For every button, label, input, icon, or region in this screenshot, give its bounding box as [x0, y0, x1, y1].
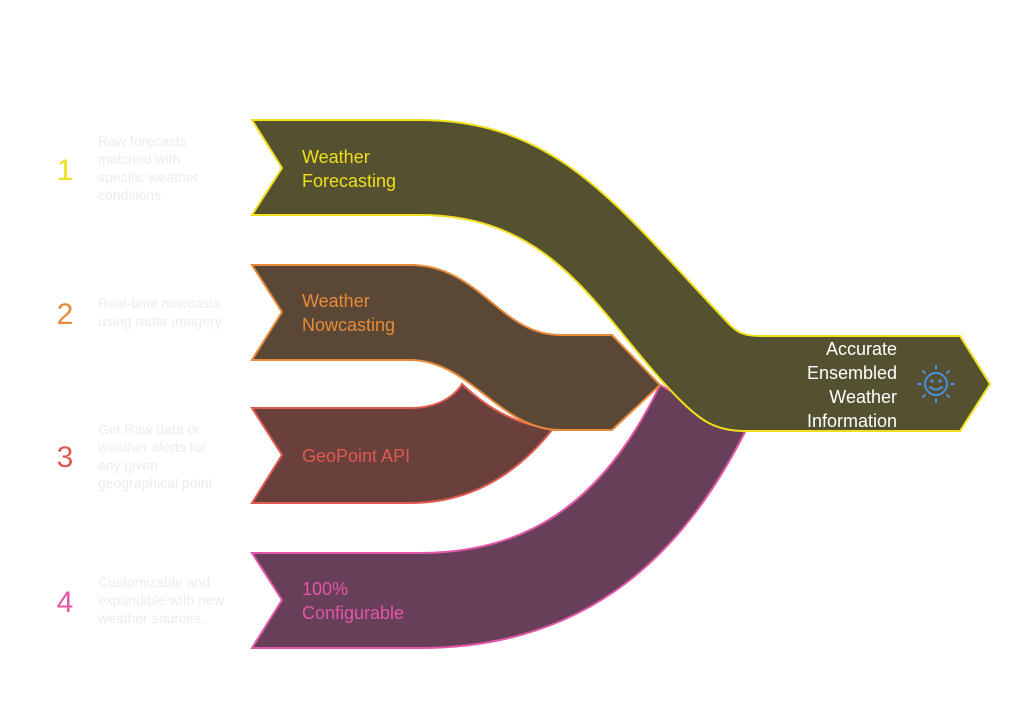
svg-text:Nowcasting: Nowcasting — [302, 315, 395, 335]
step-number-2: 2 — [57, 298, 74, 331]
svg-text:geographical point: geographical point — [98, 475, 213, 491]
svg-text:matched with: matched with — [98, 151, 180, 167]
svg-text:specific weather: specific weather — [98, 169, 199, 185]
stage-label-nowcasting: Weather Nowcasting — [302, 291, 395, 335]
svg-text:Weather: Weather — [302, 147, 370, 167]
stage-band-configurable — [250, 383, 747, 649]
svg-text:Accurate: Accurate — [826, 339, 897, 359]
smiling-sun-icon — [917, 365, 955, 403]
svg-text:using radar imagery.: using radar imagery. — [98, 313, 225, 329]
svg-text:Forecasting: Forecasting — [302, 171, 396, 191]
stage-band-forecasting — [250, 119, 992, 432]
stage-label-forecasting: Weather Forecasting — [302, 147, 396, 191]
svg-text:any given: any given — [98, 457, 158, 473]
svg-text:Information: Information — [807, 411, 897, 431]
step-number-4: 4 — [57, 586, 74, 619]
svg-text:GeoPoint API: GeoPoint API — [302, 446, 410, 466]
stage-label-configurable: 100% Configurable — [302, 579, 404, 623]
svg-text:100%: 100% — [302, 579, 348, 599]
stage-band-nowcasting — [250, 264, 662, 431]
svg-text:expandible with new: expandible with new — [98, 592, 225, 608]
step-description-2: Real-time nowcasts using radar imagery. — [98, 295, 225, 329]
svg-text:Raw forecasts: Raw forecasts — [98, 133, 187, 149]
svg-text:weather alerts for: weather alerts for — [97, 439, 206, 455]
output-label: Accurate Ensembled Weather Information — [807, 339, 897, 431]
step-description-3: Get Raw data or weather alerts for any g… — [97, 421, 213, 491]
step-description-1: Raw forecasts matched with specific weat… — [98, 133, 199, 203]
step-number-1: 1 — [57, 154, 74, 187]
svg-text:Weather: Weather — [302, 291, 370, 311]
svg-text:Configurable: Configurable — [302, 603, 404, 623]
svg-text:Weather: Weather — [829, 387, 897, 407]
svg-text:Get Raw data or: Get Raw data or — [98, 421, 200, 437]
svg-text:weather sources.: weather sources. — [97, 610, 205, 626]
svg-text:Real-time nowcasts: Real-time nowcasts — [98, 295, 220, 311]
step-description-4: Customizable and expandible with new wea… — [97, 574, 225, 626]
svg-text:Customizable and: Customizable and — [98, 574, 210, 590]
svg-text:Ensembled: Ensembled — [807, 363, 897, 383]
stage-label-geopoint-api: GeoPoint API — [302, 446, 410, 466]
step-number-3: 3 — [57, 441, 74, 474]
svg-text:conditions.: conditions. — [98, 187, 165, 203]
